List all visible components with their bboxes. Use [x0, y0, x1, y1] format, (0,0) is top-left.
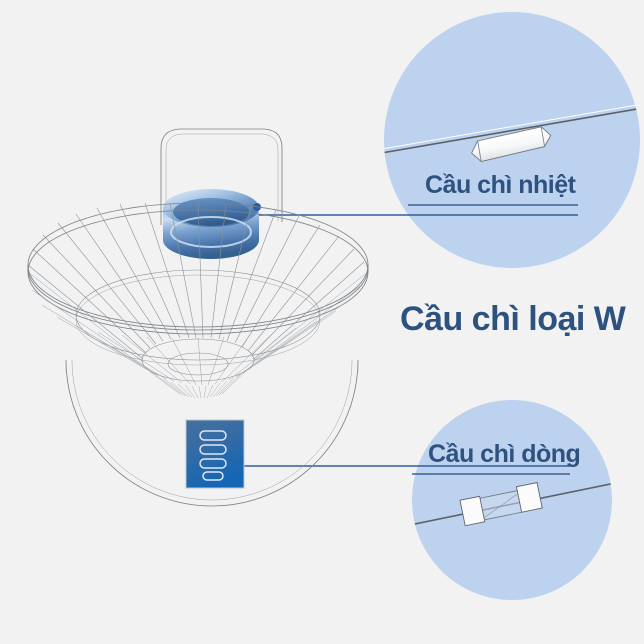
- callout-circle-current-fuse: [412, 400, 612, 600]
- current-fuse-filament: [483, 493, 519, 519]
- current-fuse-cap-left: [459, 495, 486, 527]
- bowl-outline-inner: [71, 359, 353, 501]
- bowl-side-edges: [65, 360, 359, 372]
- control-box-button-3[interactable]: [199, 458, 227, 469]
- cage-rim-edge-connectors: [27, 265, 369, 272]
- control-box-button-1[interactable]: [199, 430, 227, 441]
- cage-spokes-lower: [27, 271, 369, 386]
- cage-front-rim-band: [27, 267, 369, 331]
- fan-lower-bowl: [65, 359, 359, 507]
- fan-hanger-handle: [160, 128, 283, 225]
- fan-illustration: [27, 128, 369, 507]
- fan-upper-cage: [27, 202, 369, 399]
- cage-spokes-upper: [27, 202, 365, 360]
- current-fuse-body-group: [459, 482, 543, 527]
- thermal-fuse-seam-left: [477, 140, 482, 162]
- cage-mid-ring: [75, 269, 321, 361]
- cage-bottom-fine-lines: [149, 369, 248, 399]
- control-box-button-2[interactable]: [199, 444, 227, 455]
- thermal-fuse-lead-wire: [384, 104, 640, 156]
- control-box[interactable]: [185, 419, 245, 489]
- thermal-fuse-illustration: [384, 100, 640, 163]
- bowl-outline-outer: [65, 359, 359, 507]
- cage-mid-ring-2: [75, 274, 321, 366]
- thermal-fuse-body-group: [471, 126, 552, 163]
- current-fuse-cap-right: [515, 482, 543, 513]
- callout-label-current-fuse: Cầu chì dòng: [428, 440, 580, 468]
- callout-label-thermal-fuse: Cầu chì nhiệt: [425, 171, 577, 199]
- motor-housing-ring: [170, 216, 252, 248]
- thermal-fuse-seam-right: [540, 126, 546, 147]
- control-box-border: [185, 419, 245, 489]
- fan-motor-housing: [163, 189, 261, 259]
- fan-hanger-handle-inner: [165, 133, 279, 225]
- current-fuse-illustration: [412, 477, 612, 529]
- cage-hub-ring-inner: [167, 352, 229, 376]
- control-box-button-4[interactable]: [202, 471, 224, 481]
- thermal-fuse-highlight: [479, 128, 541, 145]
- callout-circle-thermal-fuse: [384, 12, 640, 268]
- thermal-fuse-lead-highlight: [384, 100, 640, 152]
- page-title: Cầu chì loại W: [400, 300, 627, 338]
